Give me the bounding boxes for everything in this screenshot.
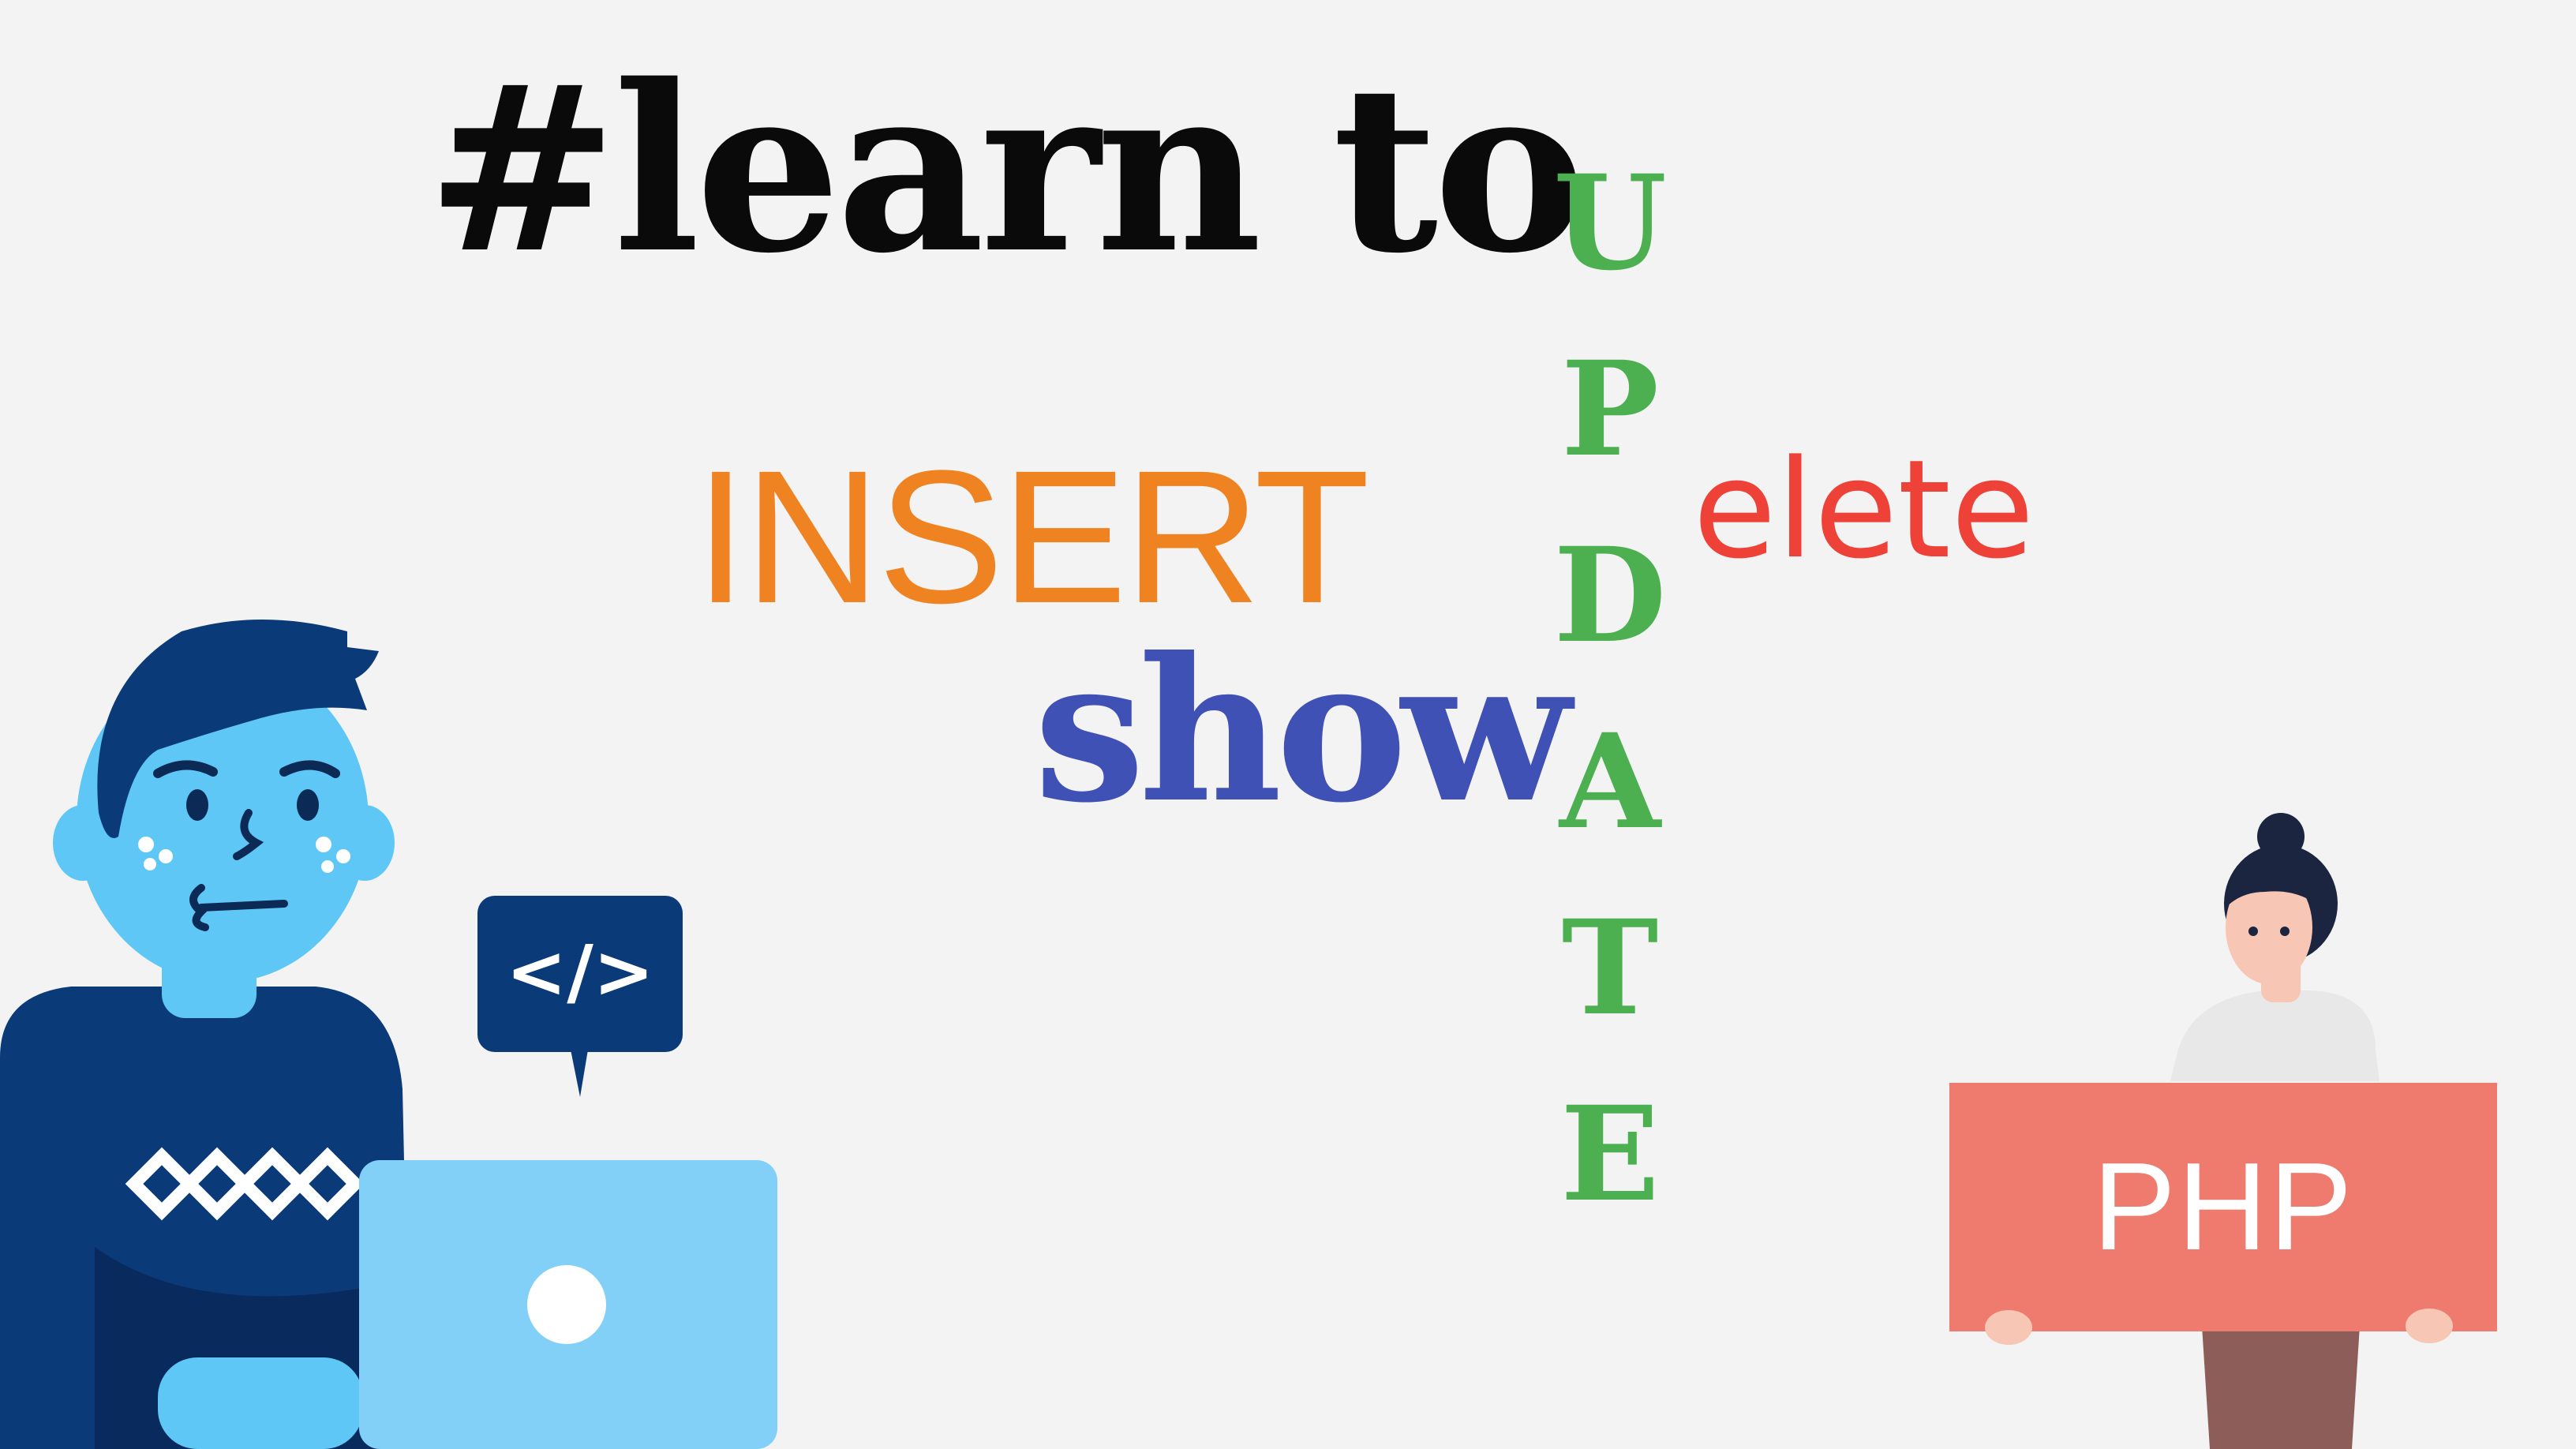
update-letter-e: E	[1560, 1077, 1660, 1230]
code-bubble-text: </>	[506, 930, 654, 1014]
freckles	[138, 837, 350, 873]
left-eyebrow	[153, 760, 218, 778]
update-letter-d: D	[1553, 519, 1667, 672]
update-letter-t: T	[1561, 891, 1659, 1044]
woman-bangs	[2226, 860, 2328, 915]
left-hand	[1985, 1310, 2032, 1345]
show-word: show	[1034, 614, 1571, 846]
code-bubble: </>	[477, 896, 683, 1097]
nose	[233, 809, 264, 860]
update-vertical-word: U P D A T E	[1531, 158, 1689, 1275]
hair-bun	[2257, 813, 2305, 860]
right-eyebrow	[279, 760, 340, 778]
php-sign-text: PHP	[2092, 1137, 2354, 1276]
insert-word: INSERT	[695, 431, 1370, 642]
woman-right-eye	[2280, 927, 2290, 936]
sweater-pattern	[125, 1147, 365, 1221]
php-sign-board	[1949, 1083, 2497, 1331]
headline-learn-to: #learn to	[426, 36, 1586, 304]
right-eye	[297, 789, 319, 821]
woman-with-sign-illustration	[1949, 813, 2497, 1449]
left-eye	[186, 789, 208, 821]
shirt	[2170, 990, 2379, 1081]
delete-word: elete	[1693, 430, 2035, 589]
laptop-logo	[527, 1265, 606, 1344]
legs	[2202, 1326, 2360, 1449]
update-letter-u: U	[1553, 146, 1667, 299]
update-letter-p: P	[1560, 332, 1660, 485]
woman-face	[2226, 871, 2312, 984]
developer-illustration	[0, 620, 777, 1449]
woman-left-eye	[2248, 927, 2258, 936]
arm	[158, 1357, 363, 1449]
hair	[97, 620, 379, 838]
update-letter-a: A	[1559, 705, 1661, 858]
right-hand	[2406, 1309, 2453, 1343]
mouth	[189, 884, 288, 931]
